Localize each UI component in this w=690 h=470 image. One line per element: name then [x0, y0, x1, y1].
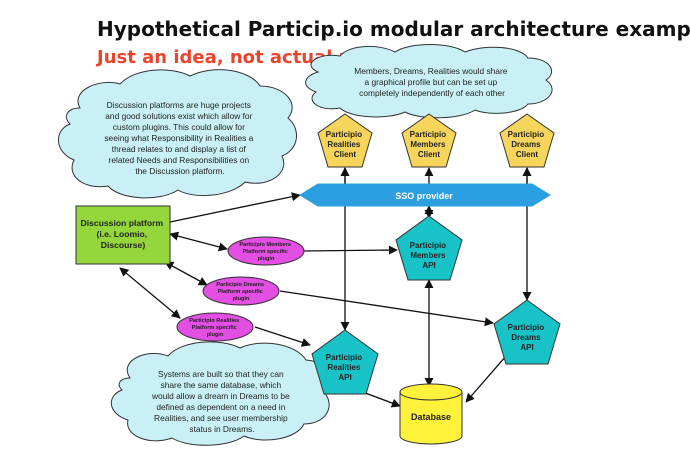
sso-provider: SSO provider	[299, 183, 551, 207]
svg-text:Participio Realities: Participio Realities Client	[326, 130, 365, 159]
cloud-bottom-line-5: Realities, and see user membership	[154, 413, 288, 423]
svg-text:Participio Realities: Participio Realities API	[326, 353, 365, 382]
svg-text:Participio Members: Participio Members Client	[410, 130, 449, 159]
cloud-top-line-2: a graphical profile but can be set up	[364, 77, 497, 87]
cloud-left-line-7: the Discussion platform.	[135, 166, 224, 176]
svg-text:Members, Dreams, Realities wou: Members, Dreams, Realities would share a…	[354, 66, 509, 98]
cloud-top-line-3: completely independently of each other	[359, 88, 505, 98]
members-api: Participio Members API	[395, 215, 463, 281]
arrow-discussion-realities-plugin	[119, 267, 181, 319]
cloud-left-line-5: thread relates to and display a list of	[112, 144, 247, 154]
svg-text:Discussion platform (i.e: Discussion platform (i.e. Loomio, Discou…	[80, 218, 165, 250]
cloud-left: Discussion platforms are huge projects a…	[58, 69, 297, 199]
svg-text:Discussion platforms are huge: Discussion platforms are huge projects a…	[104, 100, 255, 176]
members-client: Participio Members Client	[401, 113, 457, 168]
dreams-plugin: Participio Dreams Platform specific plug…	[202, 276, 280, 306]
cloud-bottom-line-6: status in Dreams.	[189, 424, 254, 434]
database-label: Database	[411, 412, 451, 422]
cloud-bottom: Systems are built so that they can share…	[111, 341, 332, 446]
svg-text:Participio Realities Pla: Participio Realities Platform specific p…	[189, 318, 241, 338]
members-plugin: Participio Members Platform specific plu…	[227, 236, 305, 266]
svg-text:Participio Dreams Platfo: Participio Dreams Platform specific plug…	[216, 282, 265, 302]
cloud-top-right: Members, Dreams, Realities would share a…	[305, 44, 553, 119]
svg-text:Participio Dreams: Participio Dreams Client	[508, 130, 547, 159]
connectors	[119, 167, 532, 408]
cloud-bottom-line-3: would allow a dream in Dreams to be	[151, 391, 290, 401]
cloud-left-line-1: Discussion platforms are huge projects	[107, 100, 251, 110]
svg-text:Participio Dreams: Participio Dreams API	[508, 323, 547, 352]
arrow-members-plugin-api	[301, 245, 398, 255]
cloud-left-line-4: seeing what Responsibility in Realities …	[104, 133, 253, 143]
svg-text:Participio Members: Participio Members API	[410, 241, 449, 270]
cloud-bottom-line-1: Systems are built so that they can	[158, 369, 284, 379]
dreams-api: Participio Dreams API	[493, 299, 561, 365]
svg-text:Systems are built so that they: Systems are built so that they can share…	[151, 369, 292, 434]
arrow-discussion-sso	[169, 192, 301, 223]
arrow-dreams-plugin-api	[279, 290, 494, 327]
realities-api: Participio Realities API	[311, 329, 379, 395]
dreams-client: Participio Dreams Client	[499, 113, 555, 168]
cloud-left-line-2: and good solutions exist which allow for	[105, 111, 252, 121]
realities-plugin: Participio Realities Platform specific p…	[176, 312, 254, 342]
arrow-realities-plugin-api	[254, 326, 311, 347]
discussion-platform: Discussion platform (i.e. Loomio, Discou…	[75, 205, 171, 265]
cloud-bottom-line-4: defined as dependent on a need in	[156, 402, 285, 412]
sso-label: SSO provider	[395, 191, 453, 201]
diagram-title: Hypothetical Particip.io modular archite…	[97, 17, 690, 41]
cloud-top-line-1: Members, Dreams, Realities would share	[354, 66, 507, 76]
cloud-bottom-line-2: share the same database, which	[161, 380, 282, 390]
database: Database	[399, 383, 463, 445]
realities-client: Participio Realities Client	[317, 113, 373, 168]
cloud-left-line-6: related Needs and Responsibilities on	[109, 155, 250, 165]
arrow-discussion-members-plugin	[169, 231, 228, 252]
svg-text:Participio Members Platf: Participio Members Platform specific plu…	[239, 242, 292, 262]
cloud-left-line-3: custom plugins. This could allow for	[113, 122, 245, 132]
arrow-discussion-dreams-plugin	[164, 261, 208, 286]
